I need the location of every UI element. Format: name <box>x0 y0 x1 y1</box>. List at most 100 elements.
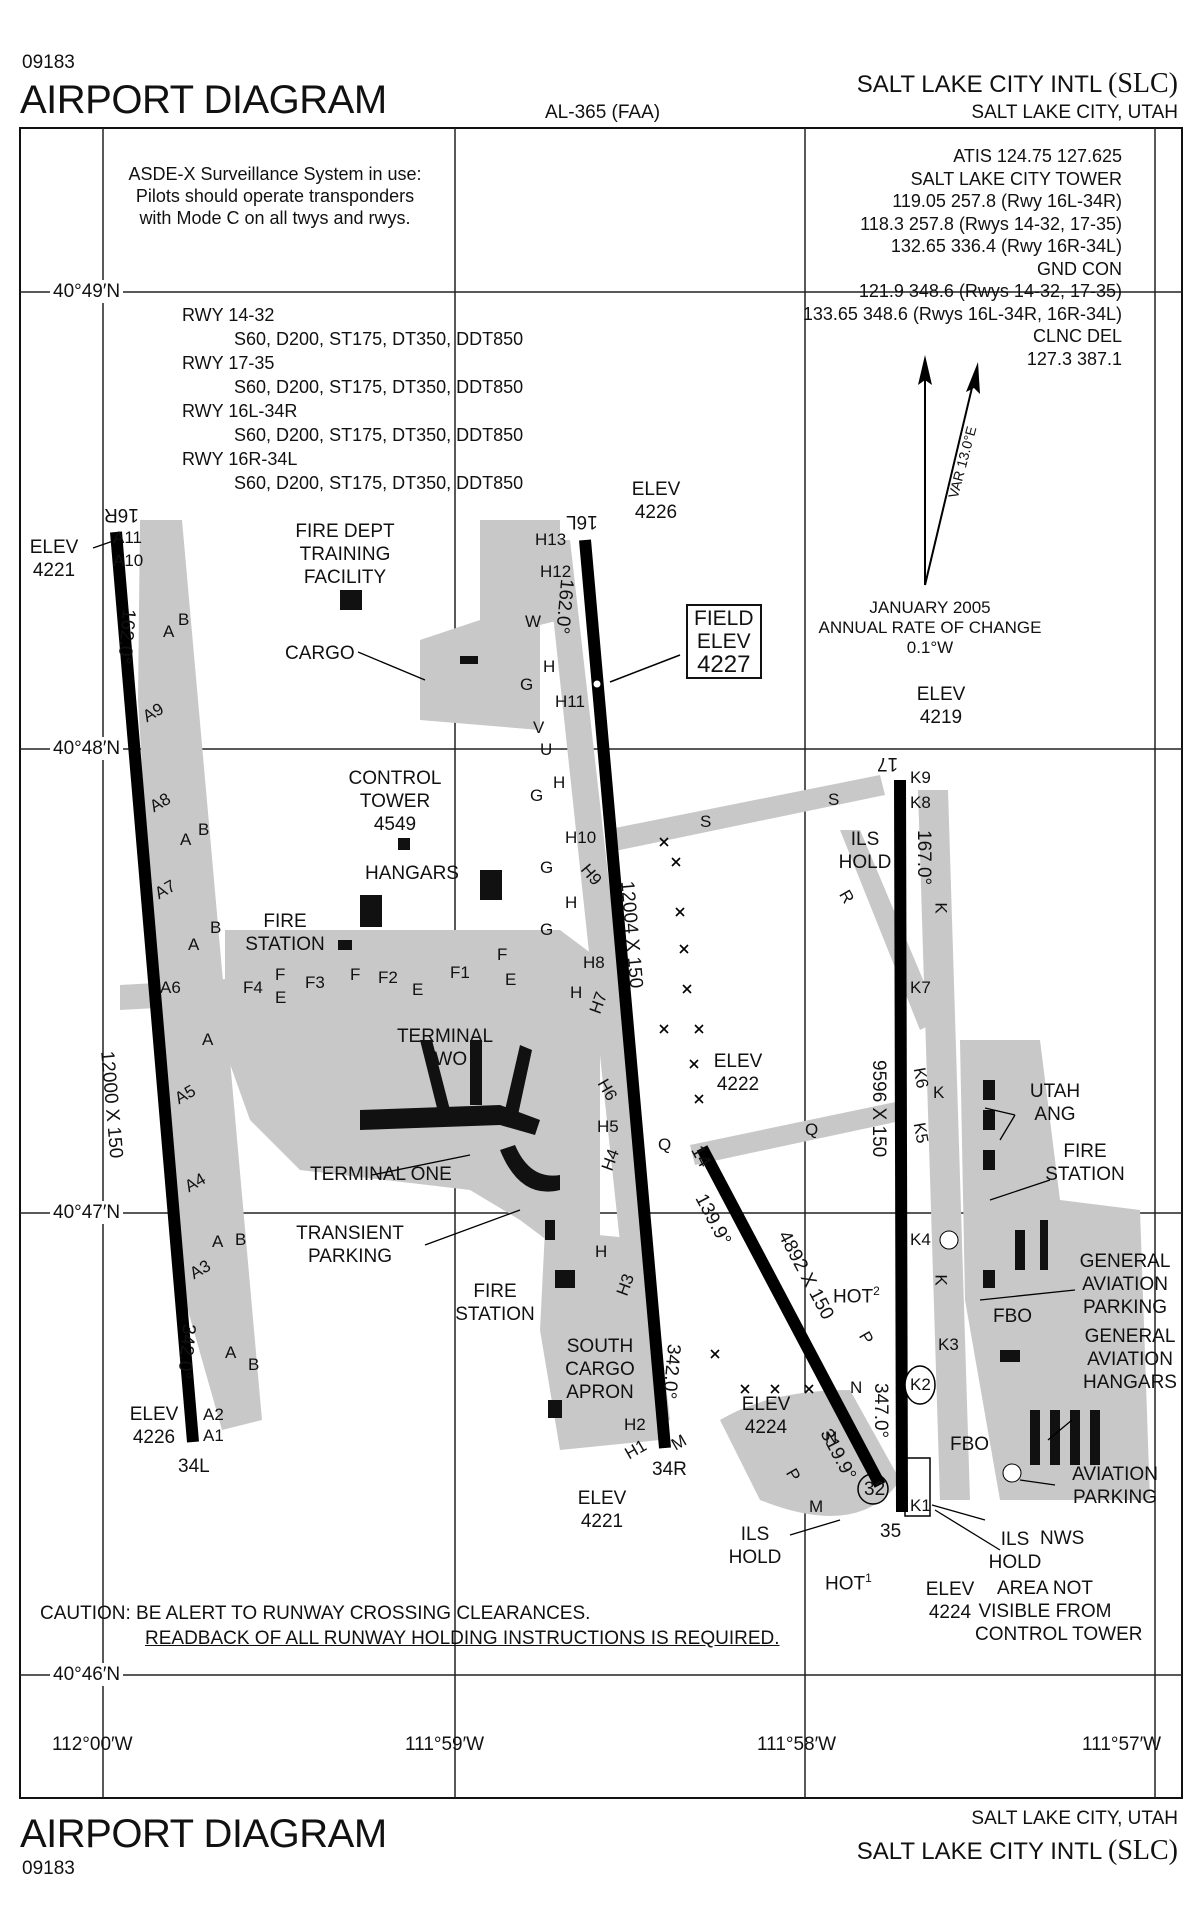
field-elev-point <box>592 679 602 689</box>
lon-label-11157: 111°57′W <box>1082 1734 1162 1755</box>
facility-text: GENERAL <box>1079 1251 1171 1272</box>
taxiway-label: M <box>809 1497 824 1516</box>
caution-line-2: READBACK OF ALL RUNWAY HOLDING INSTRUCTI… <box>145 1628 780 1649</box>
taxiway-label: F <box>497 945 508 964</box>
taxiway-label: F3 <box>305 973 325 992</box>
runway-16r-34l <box>110 531 199 1443</box>
runway-end-35: 35 <box>880 1521 902 1542</box>
facility-text: HANGARS <box>1083 1372 1177 1393</box>
taxiway-label: H8 <box>583 953 605 972</box>
elev-value: 4222 <box>716 1074 760 1095</box>
runway-35-heading: 347.0° <box>870 1383 891 1439</box>
facility-text: APRON <box>566 1382 634 1403</box>
runway-end-17: 17 <box>877 753 899 774</box>
taxiway-label: G <box>540 858 554 877</box>
heliport-icon-1 <box>939 1230 959 1250</box>
frequency-line: 127.3 387.1 <box>1026 348 1122 369</box>
frequency-line: 121.9 348.6 (Rwys 14-32, 17-35) <box>858 281 1122 301</box>
taxiway-label: G <box>520 675 534 694</box>
taxiway-label: K <box>933 1083 945 1102</box>
taxiway-label: K3 <box>938 1335 959 1354</box>
taxiway-label: A <box>212 1232 224 1251</box>
airport-location: SALT LAKE CITY, UTAH <box>971 102 1178 123</box>
taxiway-label: N <box>825 1428 838 1447</box>
taxiway-label: K6 <box>909 1066 933 1090</box>
facility-text: HOT <box>825 1573 866 1595</box>
facility-text: FIRE DEPT <box>295 521 395 542</box>
runway-14-32 <box>696 1145 886 1488</box>
taxiway-label: A <box>163 622 175 641</box>
chart-title: AIRPORT DIAGRAM <box>20 78 387 122</box>
runway-17-dims: 9596 X 150 <box>868 1060 889 1158</box>
ang-building-2 <box>983 1110 995 1130</box>
ga-hangar-3 <box>1050 1410 1060 1465</box>
field-elev-word: FIELD <box>694 607 754 630</box>
runways <box>110 531 908 1513</box>
true-north-arrow-icon <box>918 355 932 385</box>
runway-end-16r: 16R <box>104 504 139 525</box>
runway-end-34l: 34L <box>178 1456 210 1477</box>
taxiway-label: N <box>850 1378 863 1397</box>
taxiway-label: A1 <box>203 1426 224 1445</box>
taxiway-label: W <box>525 612 542 631</box>
taxiway-label: F <box>350 965 361 984</box>
south-cargo-label: SOUTH CARGO APRON <box>555 1335 645 1404</box>
elev-4224-b: ELEV 4224 <box>924 1578 976 1624</box>
facility-text: FIRE <box>263 911 307 932</box>
frequency-line: ATIS 124.75 127.625 <box>953 146 1122 166</box>
fire-station-south <box>545 1220 555 1240</box>
area-not-visible-label: AREA NOT VISIBLE FROM CONTROL TOWER <box>975 1577 1143 1646</box>
taxiway-label: K8 <box>910 793 931 812</box>
taxiway-label: S <box>700 812 712 831</box>
hot-spot-2-label: HOT2 <box>833 1280 880 1308</box>
lon-label-11159: 111°59′W <box>405 1734 485 1755</box>
asde-note-line: with Mode C on all twys and rwys. <box>139 208 411 228</box>
taxiway-q-area <box>690 1100 905 1165</box>
southeast-loop <box>720 1390 900 1516</box>
taxiway-label: H5 <box>597 1117 619 1136</box>
ga-hangars-label: GENERAL AVIATION HANGARS <box>1075 1325 1185 1394</box>
facility-text: AVIATION <box>1072 1464 1158 1485</box>
runway-end-32: 32 <box>864 1479 886 1500</box>
taxiway-label: H <box>595 1242 608 1261</box>
taxiway-label: H <box>543 657 556 676</box>
taxiway-label: K1 <box>910 1496 931 1515</box>
ga-building-2 <box>1015 1230 1025 1270</box>
frequency-block: ATIS 124.75 127.625 SALT LAKE CITY TOWER… <box>803 145 1122 370</box>
pavement-areas <box>120 520 1150 1516</box>
taxiway-label: U <box>540 740 553 759</box>
facility-text: TRAINING <box>299 544 391 565</box>
utah-ang-label: UTAH ANG <box>1020 1080 1090 1126</box>
runway-end-16l: 16L <box>566 511 598 532</box>
transient-parking-label: TRANSIENT PARKING <box>290 1222 410 1268</box>
frequency-line: 132.65 336.4 (Rwy 16R-34L) <box>890 236 1122 256</box>
terminal-pier-c <box>505 1045 532 1115</box>
elev-4219: ELEV 4219 <box>915 683 967 729</box>
hot-spot-2-circle <box>904 1365 936 1405</box>
weight-bearing-block: RWY 14-32 S60, D200, ST175, DT350, DDT85… <box>182 303 523 495</box>
chart-series: AL-365 (FAA) <box>545 102 661 123</box>
magnetic-north-arrow-icon <box>966 362 980 394</box>
wb-capacity: S60, D200, ST175, DT350, DDT850 <box>234 425 524 445</box>
frequency-line: 133.65 348.6 (Rwys 16L-34R, 16R-34L) <box>802 303 1122 324</box>
caution-line-1: CAUTION: BE ALERT TO RUNWAY CROSSING CLE… <box>40 1603 591 1624</box>
runway-16r-heading: 162.0° <box>113 608 140 665</box>
wb-runway: RWY 16R-34L <box>182 449 298 469</box>
taxiway-label: F4 <box>243 978 263 997</box>
runway-16l-heading: 162.0° <box>551 578 578 635</box>
wb-capacity: S60, D200, ST175, DT350, DDT850 <box>234 473 524 493</box>
nws-label: NWS <box>1040 1528 1085 1549</box>
facility-text: AVIATION <box>1082 1274 1168 1295</box>
taxiway-label: K2 <box>910 1375 931 1394</box>
facility-text: CONTROL TOWER <box>975 1624 1143 1645</box>
map-frame <box>19 127 1183 1799</box>
ang-building-1 <box>983 1080 995 1100</box>
taxiway-label: S <box>828 790 840 809</box>
taxiway-label: A <box>180 830 192 849</box>
footer-location: SALT LAKE CITY, UTAH <box>971 1808 1178 1829</box>
ga-hangar-5 <box>1090 1410 1100 1465</box>
hangar-2 <box>360 895 382 927</box>
taxiway-label: K <box>931 1274 951 1286</box>
facility-text: STATION <box>455 1304 535 1325</box>
footer-title: AIRPORT DIAGRAM <box>20 1812 387 1856</box>
